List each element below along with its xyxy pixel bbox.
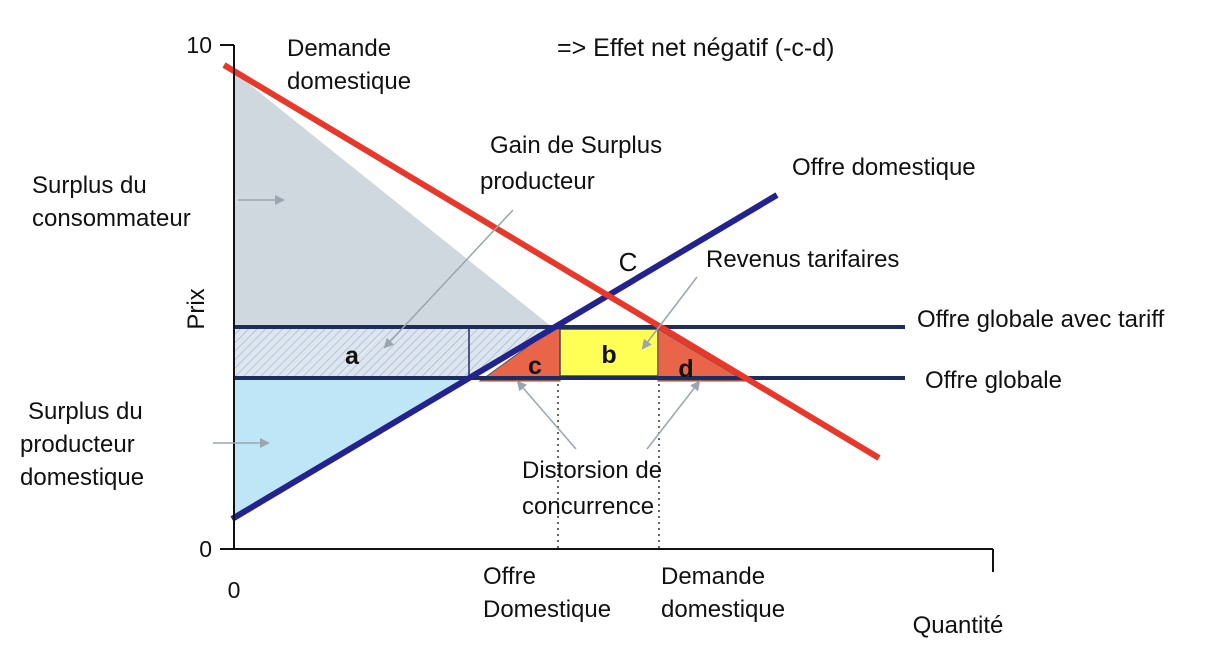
- domestic-demand-quantity-label-line1: Demande: [661, 563, 765, 590]
- producer-gain-pointer: [383, 209, 514, 349]
- distortion-label-line1: Distorsion de: [522, 457, 662, 484]
- tariff-revenue-label: Revenus tarifaires: [706, 246, 899, 273]
- x-axis-label: Quantité: [913, 612, 1004, 639]
- area-a-label: a: [345, 342, 360, 370]
- area-b-label: b: [601, 341, 616, 369]
- y-axis-label: Prix: [183, 288, 210, 329]
- area-c-label: c: [528, 352, 542, 380]
- consumer-surplus-area: [234, 72, 552, 327]
- demand-label-line1: Demande: [287, 35, 391, 62]
- distortion-pointer-c: [516, 380, 577, 450]
- distortion-label-line2: concurrence: [522, 493, 654, 520]
- tariff-revenue-pointer: [641, 276, 698, 350]
- domestic-supply-curve: [230, 192, 779, 522]
- consumer-surplus-label-line1: Surplus du: [32, 172, 147, 199]
- supply-label: Offre domestique: [792, 154, 976, 181]
- area-b: [559, 328, 659, 377]
- distortion-pointer-d: [646, 380, 701, 450]
- y-tick-label-top: 10: [186, 32, 212, 58]
- producer-surplus-label-line1: Surplus du: [28, 398, 143, 425]
- headline: => Effet net négatif (-c-d): [557, 34, 834, 62]
- demand-label-line2: domestique: [287, 68, 411, 95]
- area-a: [234, 327, 552, 378]
- producer-gain-label-line1: Gain de Surplus: [490, 132, 662, 159]
- domestic-demand-quantity-label-line2: domestique: [661, 596, 785, 623]
- x-tick-label-zero: 0: [228, 577, 241, 603]
- producer-surplus-label-line2: producteur: [20, 431, 135, 458]
- domestic-supply-quantity-label-line2: Domestique: [483, 596, 611, 623]
- producer-surplus-label-line3: domestique: [20, 464, 144, 491]
- intersection-label: C: [619, 247, 638, 277]
- y-tick-label-zero: 0: [199, 536, 212, 562]
- world-label: Offre globale: [925, 367, 1062, 394]
- domestic-demand-curve: [222, 62, 881, 461]
- producer-gain-label-line2: producteur: [480, 168, 595, 195]
- world-tariff-label: Offre globale avec tariff: [917, 306, 1165, 333]
- consumer-surplus-label-line2: consommateur: [32, 205, 191, 232]
- area-d-label: d: [678, 355, 693, 383]
- domestic-supply-quantity-label-line1: Offre: [483, 563, 536, 590]
